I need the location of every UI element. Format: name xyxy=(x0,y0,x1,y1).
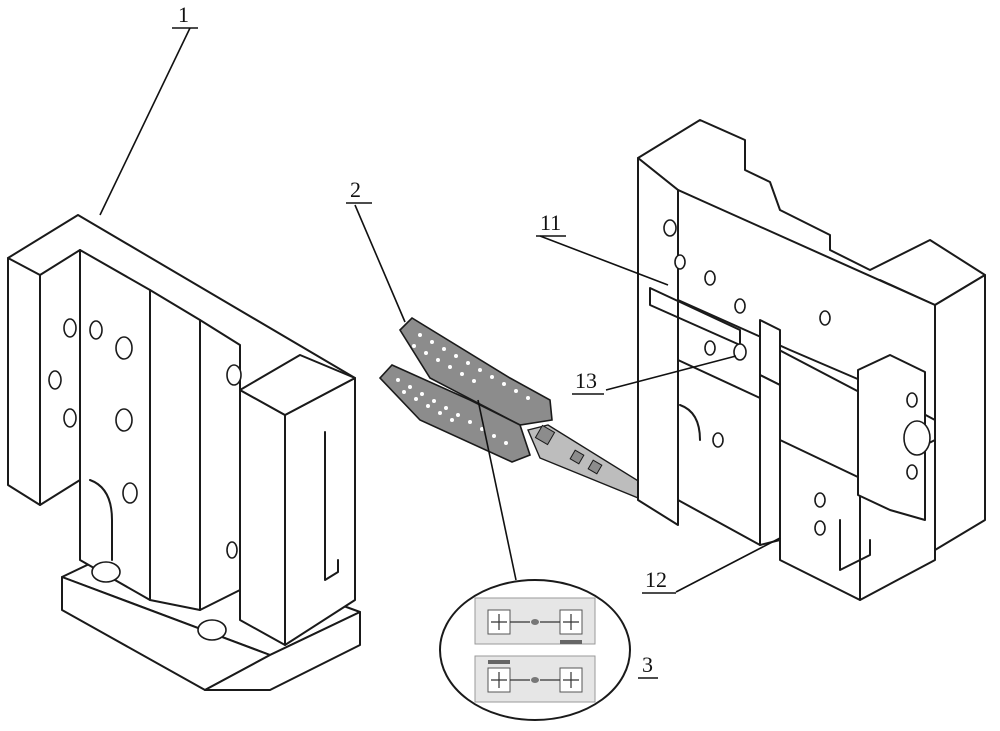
hole xyxy=(906,464,918,480)
reference-hole-13 xyxy=(733,343,747,361)
clamp-stem xyxy=(759,374,781,546)
block-left-edge xyxy=(637,157,679,526)
hole xyxy=(89,320,103,340)
leader-detail xyxy=(477,399,517,581)
hole xyxy=(226,364,242,386)
base-hole xyxy=(197,619,227,641)
left-pillar-front xyxy=(7,257,41,506)
chip-sensor-c xyxy=(587,459,603,475)
label-part-12: 12 xyxy=(645,567,667,592)
hole xyxy=(906,392,918,408)
leader-part-11 xyxy=(539,235,669,286)
recess-curve xyxy=(89,479,113,561)
large-hole xyxy=(903,420,931,456)
hole xyxy=(63,408,77,428)
hole xyxy=(734,298,746,314)
leader-part-1 xyxy=(99,27,191,216)
lower-left-curve xyxy=(679,404,701,441)
hole xyxy=(115,408,133,432)
right-pillar-front xyxy=(239,389,286,646)
hole xyxy=(63,318,77,338)
right-pillar-side xyxy=(284,377,356,646)
lower-right-slot xyxy=(839,519,871,571)
base-hole xyxy=(91,561,121,583)
hole xyxy=(704,270,716,286)
clamp-tab xyxy=(759,319,781,386)
right-slot xyxy=(324,431,339,581)
leader-part-12 xyxy=(675,537,781,593)
hole xyxy=(704,340,716,356)
label-part-3: 3 xyxy=(642,652,653,677)
hole xyxy=(115,336,133,360)
chip-lower-arm xyxy=(378,364,531,463)
detail-dot xyxy=(531,677,539,683)
hole xyxy=(814,492,826,508)
chip-sensor-a xyxy=(534,424,556,446)
part-3-detail xyxy=(439,579,631,721)
hole xyxy=(674,254,686,270)
chip-upper-arm xyxy=(398,316,553,426)
chip-pad-dots xyxy=(396,333,530,445)
part-2-chip xyxy=(378,316,658,503)
hole xyxy=(663,219,677,237)
hole xyxy=(48,370,62,390)
right-pillar-top xyxy=(239,354,356,416)
detail-dot xyxy=(531,619,539,625)
hole xyxy=(226,541,238,559)
hole xyxy=(819,310,831,326)
lower-right-body xyxy=(779,439,861,601)
hole xyxy=(122,482,138,504)
right-fixture-block xyxy=(637,119,986,601)
block-right-side xyxy=(934,274,986,551)
hole xyxy=(814,520,826,536)
label-part-2: 2 xyxy=(350,177,361,202)
label-part-13: 13 xyxy=(575,368,597,393)
hole xyxy=(712,432,724,448)
detail-strip xyxy=(488,660,510,664)
chip-sensor-b xyxy=(569,449,585,465)
channel-inner xyxy=(199,319,241,611)
base-plate-side xyxy=(204,611,361,691)
lower-left-body xyxy=(677,359,761,546)
leader-part-2 xyxy=(354,204,406,323)
channel-wall xyxy=(149,289,201,611)
inner-wall-left xyxy=(79,249,151,601)
detail-strip xyxy=(560,640,582,644)
part-1-block xyxy=(7,214,361,691)
label-part-11: 11 xyxy=(540,210,561,235)
label-part-1: 1 xyxy=(178,2,189,27)
leader-part-13 xyxy=(605,355,737,391)
